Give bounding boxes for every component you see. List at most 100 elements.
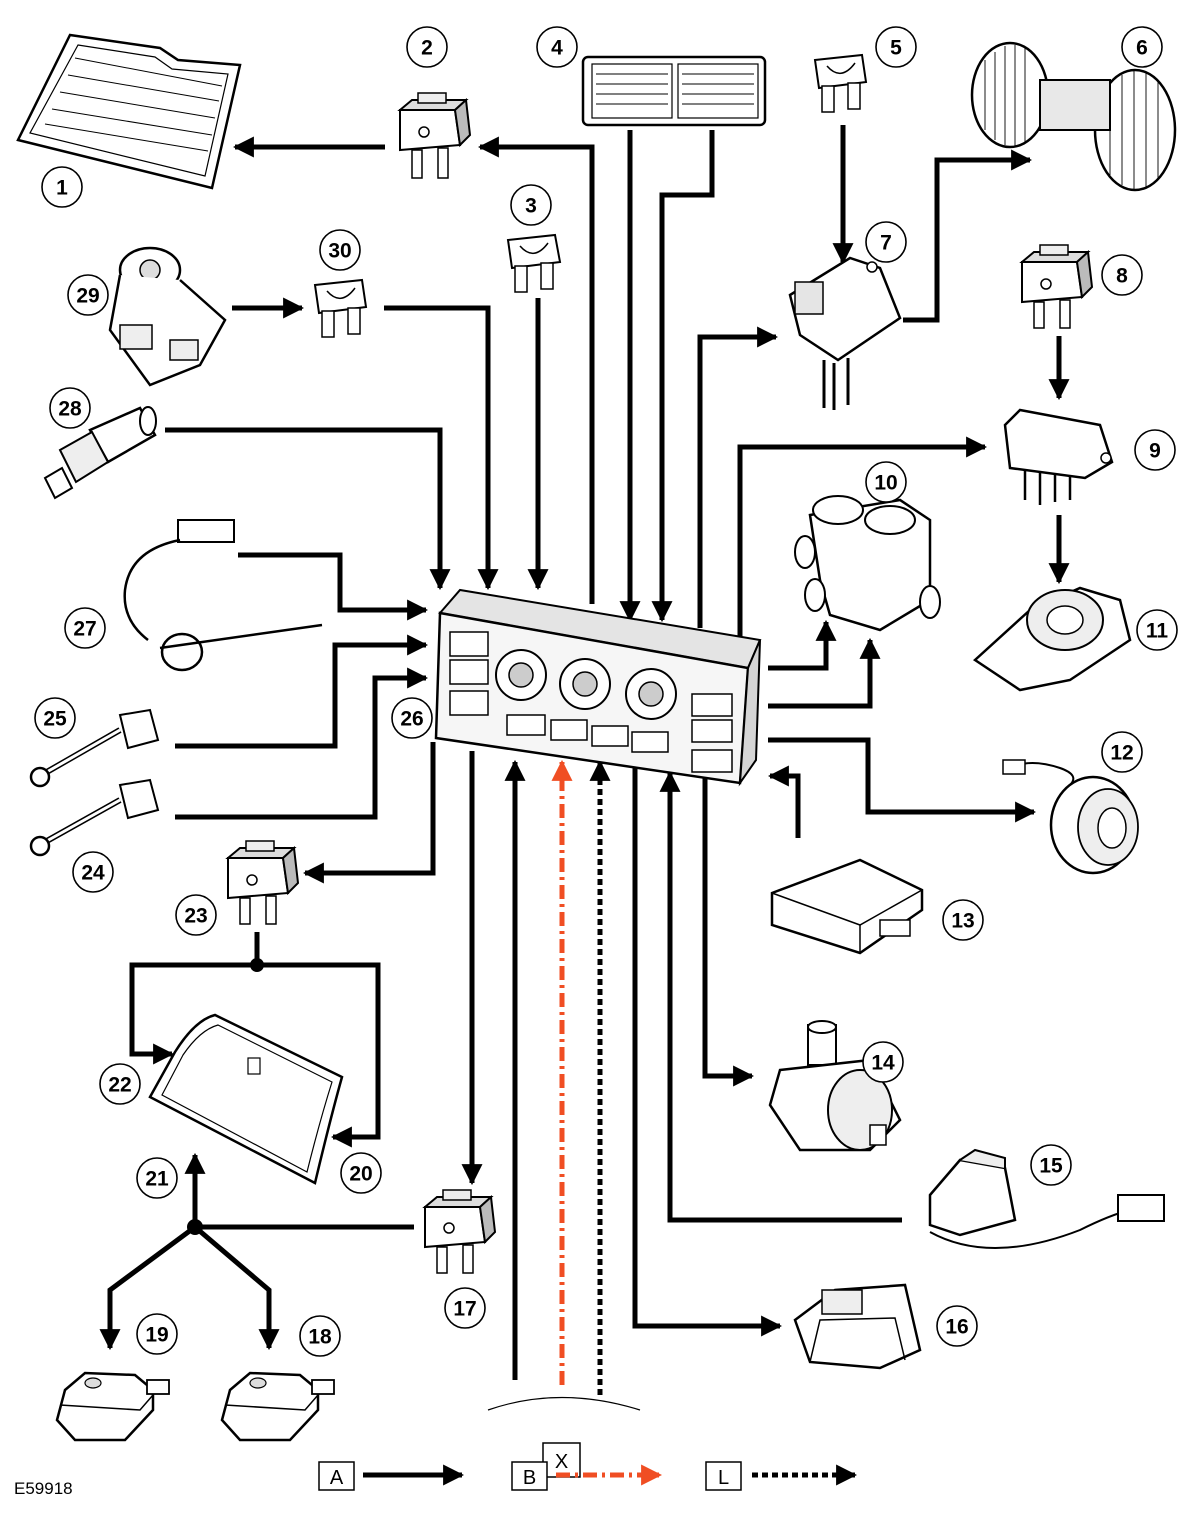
callout-21: 21 xyxy=(136,1157,178,1199)
callout-circle xyxy=(299,1315,341,1357)
callout-3: 3 xyxy=(510,184,552,226)
callout-2: 2 xyxy=(406,26,448,68)
callout-circle xyxy=(34,697,76,739)
vent-grille-4 xyxy=(581,55,767,127)
blower-module-7 xyxy=(788,256,902,410)
callout-number: 9 xyxy=(1149,440,1161,463)
blower-motor-6 xyxy=(970,41,1177,192)
callout-number: 8 xyxy=(1116,265,1128,288)
callout-25: 25 xyxy=(34,697,76,739)
callout-number: 28 xyxy=(58,398,82,421)
callout-number: 16 xyxy=(945,1316,968,1339)
relay-8 xyxy=(1019,244,1094,329)
callout-circle xyxy=(136,1157,178,1199)
callout-1: 1 xyxy=(41,166,83,208)
line-panel-to-9 xyxy=(737,436,988,637)
line-panel-to-7 xyxy=(697,326,779,628)
relay-17 xyxy=(422,1189,497,1274)
callout-circle xyxy=(67,274,109,316)
evaporator-sensor-27 xyxy=(123,519,323,672)
line-junction-to-19 xyxy=(99,1224,197,1351)
ignition-switch-29 xyxy=(108,246,227,387)
callout-circle xyxy=(72,851,114,893)
line-23-to-22 xyxy=(129,932,260,1065)
line-23-to-20 xyxy=(257,962,381,1148)
line-panel-to-10-b xyxy=(768,637,881,709)
legend-key-b: B xyxy=(523,1467,536,1489)
callout-number: 24 xyxy=(81,862,105,885)
callout-26: 26 xyxy=(391,697,433,739)
callout-6: 6 xyxy=(1121,26,1163,68)
callout-16: 16 xyxy=(936,1305,978,1347)
callout-23: 23 xyxy=(175,894,217,936)
callout-circle xyxy=(41,166,83,208)
callout-17: 17 xyxy=(444,1287,486,1329)
callout-5: 5 xyxy=(875,26,917,68)
callout-number: 14 xyxy=(871,1052,895,1075)
control-module-9 xyxy=(1003,408,1114,505)
line-13-to-panel xyxy=(767,765,801,838)
callout-18: 18 xyxy=(299,1315,341,1357)
connection-lines xyxy=(99,125,1070,1395)
callout-number: 30 xyxy=(328,240,351,263)
figure-id: E59918 xyxy=(14,1479,73,1498)
line-27-to-panel xyxy=(238,552,429,621)
callout-number: 20 xyxy=(349,1163,372,1186)
relay-23 xyxy=(225,840,300,925)
callout-circle xyxy=(1101,731,1143,773)
callout-circle xyxy=(1134,429,1176,471)
callout-number: 11 xyxy=(1146,620,1169,643)
callout-circle xyxy=(340,1152,382,1194)
callout-11: 11 xyxy=(1136,609,1178,651)
callout-circle xyxy=(936,1305,978,1347)
callout-circle xyxy=(175,894,217,936)
callout-circle xyxy=(1101,254,1143,296)
callout-number: 26 xyxy=(400,708,423,731)
callout-19: 19 xyxy=(136,1313,178,1355)
callout-circle xyxy=(875,26,917,68)
callout-7: 7 xyxy=(865,221,907,263)
callout-10: 10 xyxy=(865,461,907,503)
callout-circle xyxy=(510,184,552,226)
relay-2 xyxy=(397,92,472,179)
callout-circle xyxy=(406,26,448,68)
callout-30: 30 xyxy=(319,229,361,271)
callout-12: 12 xyxy=(1101,731,1143,773)
callout-number: 17 xyxy=(453,1298,476,1321)
washer-jet-19 xyxy=(55,1371,170,1442)
callout-circle xyxy=(391,697,433,739)
washer-jet-18 xyxy=(220,1371,335,1442)
callout-24: 24 xyxy=(72,851,114,893)
callout-circle xyxy=(319,229,361,271)
junction-dot-23 xyxy=(250,958,264,972)
callout-14: 14 xyxy=(862,1041,904,1083)
callout-number: 6 xyxy=(1136,37,1148,60)
callout-circle xyxy=(444,1287,486,1329)
callout-28: 28 xyxy=(49,387,91,429)
legend-key-l: L xyxy=(718,1467,729,1489)
callout-circle xyxy=(64,607,106,649)
callout-circle xyxy=(536,26,578,68)
junction-dot-17 xyxy=(187,1219,203,1235)
callout-number: 23 xyxy=(184,905,207,928)
fuse-30 xyxy=(313,278,368,338)
callout-number: 4 xyxy=(551,37,563,60)
callout-number: 19 xyxy=(145,1324,168,1347)
bus-label-box: X xyxy=(542,1442,581,1478)
callout-13: 13 xyxy=(942,899,984,941)
callout-number: 21 xyxy=(145,1168,169,1191)
callout-circle xyxy=(49,387,91,429)
callout-number: 29 xyxy=(76,285,99,308)
line-4-to-panel-b xyxy=(651,130,715,623)
callout-number: 10 xyxy=(874,472,897,495)
water-pump-14 xyxy=(768,1020,902,1152)
windshield-22 xyxy=(148,1013,344,1185)
callout-number: 13 xyxy=(951,910,974,933)
callout-number: 7 xyxy=(880,232,892,255)
callout-number: 27 xyxy=(73,618,96,641)
callout-4: 4 xyxy=(536,26,578,68)
callout-circle xyxy=(865,221,907,263)
module-box-13 xyxy=(770,858,924,955)
line-15-to-panel xyxy=(659,770,902,1223)
